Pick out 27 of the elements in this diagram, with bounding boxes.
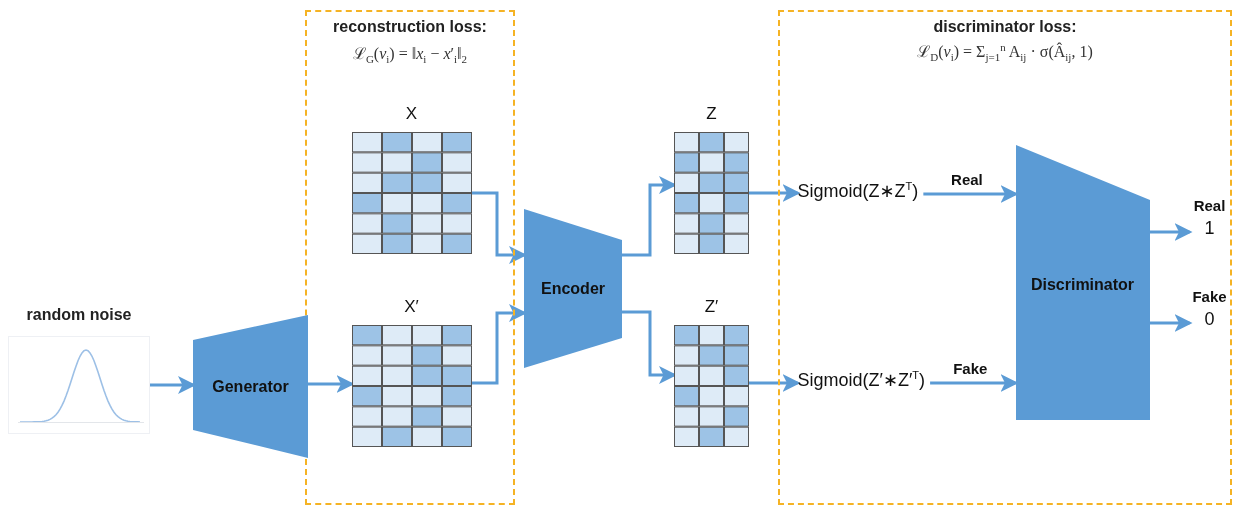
arrow: [749, 374, 801, 392]
output-label: Real: [1192, 195, 1227, 216]
loss-formula: ℒ$_{G}$(v$_{i}$) = ‖x$_{i}$ − x′$_{i}$‖$_{2}$: [351, 44, 469, 66]
output-value: 0: [1203, 307, 1216, 331]
loss-formula: ℒ$_{D}$(v$_{i}$) = Σ$_{j=1}$$^{n}$ A$_{ij}$ · σ(Â$_{ij}$, 1): [916, 40, 1094, 64]
matrix-label: X: [404, 103, 419, 124]
matrix-label: X′: [403, 296, 420, 317]
region-title: reconstruction loss:: [332, 18, 488, 36]
edge-label: Fake: [952, 360, 989, 377]
arrow: [1149, 223, 1193, 241]
arrow: [308, 375, 355, 393]
picture-title: random noise: [25, 306, 133, 324]
block-label: Generator: [211, 377, 290, 396]
arrow: [1149, 314, 1193, 332]
function-label: Sigmoid(Z∗Z$^{T}$): [797, 179, 919, 202]
matrix-label: Z′: [703, 297, 720, 317]
block-label: Discriminator: [1029, 275, 1136, 294]
dashed-region: [305, 10, 515, 505]
block-label: Encoder: [540, 279, 606, 298]
edge-label: Real: [950, 171, 984, 188]
output-label: Fake: [1191, 286, 1228, 307]
dashed-region: [778, 10, 1232, 505]
function-label: Sigmoid(Z′∗Z′$^{T}$): [797, 368, 926, 391]
matrix-label: Z: [705, 104, 718, 124]
output-value: 1: [1203, 216, 1216, 240]
arrow: [749, 184, 801, 202]
region-title: discriminator loss:: [932, 18, 1078, 36]
